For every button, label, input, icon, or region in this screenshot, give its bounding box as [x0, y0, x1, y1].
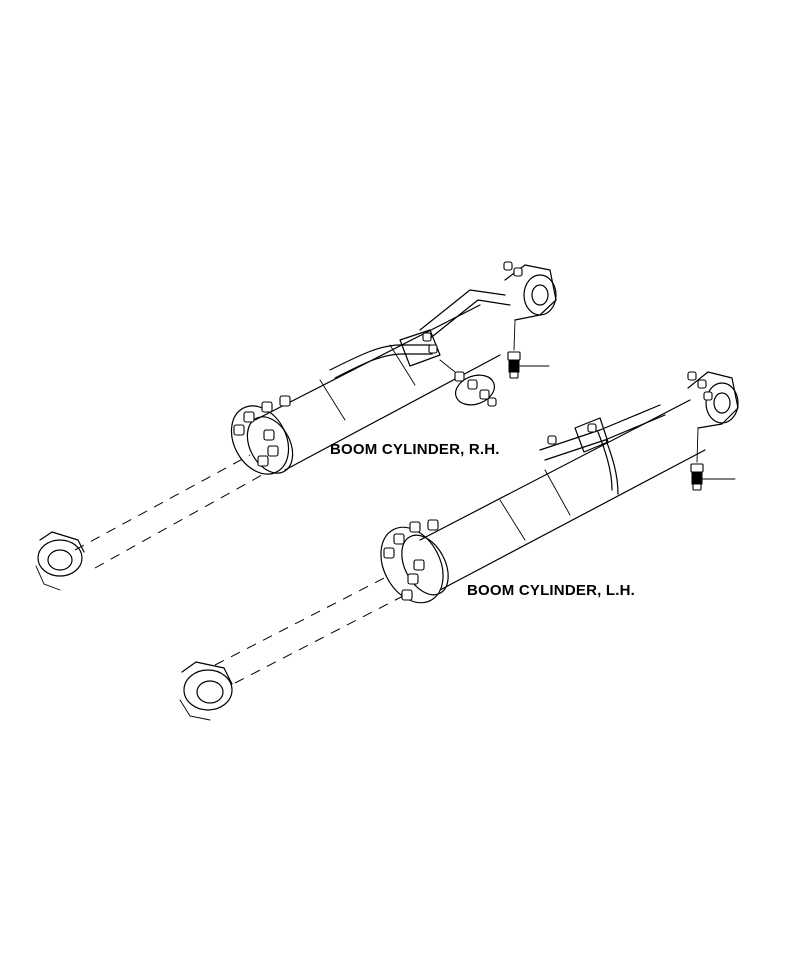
boom-cylinder-rh — [35, 261, 557, 591]
label-boom-cylinder-lh: BOOM CYLINDER, L.H. — [467, 582, 635, 599]
rh-port-block — [399, 329, 441, 367]
lh-port-block — [547, 417, 609, 453]
lh-sensor-fitting — [690, 427, 736, 491]
boom-cylinder-lh — [179, 371, 739, 721]
lh-piston-rod — [214, 574, 406, 684]
rh-hose-tube — [329, 289, 511, 379]
rh-lower-fitting — [439, 359, 497, 407]
rh-gland-flange — [230, 395, 291, 475]
lh-cylinder-barrel — [401, 399, 706, 596]
rh-rod-end-eye — [35, 531, 85, 591]
rh-head-end-clevis — [503, 261, 557, 321]
label-boom-cylinder-rh: BOOM CYLINDER, R.H. — [330, 441, 500, 458]
rh-piston-rod — [74, 454, 263, 569]
lh-hose-tube — [539, 404, 666, 495]
lh-gland-flange — [380, 519, 444, 604]
rh-sensor-fitting — [507, 319, 550, 379]
lh-rod-end-eye — [179, 661, 233, 721]
lh-head-end-clevis — [687, 371, 739, 429]
